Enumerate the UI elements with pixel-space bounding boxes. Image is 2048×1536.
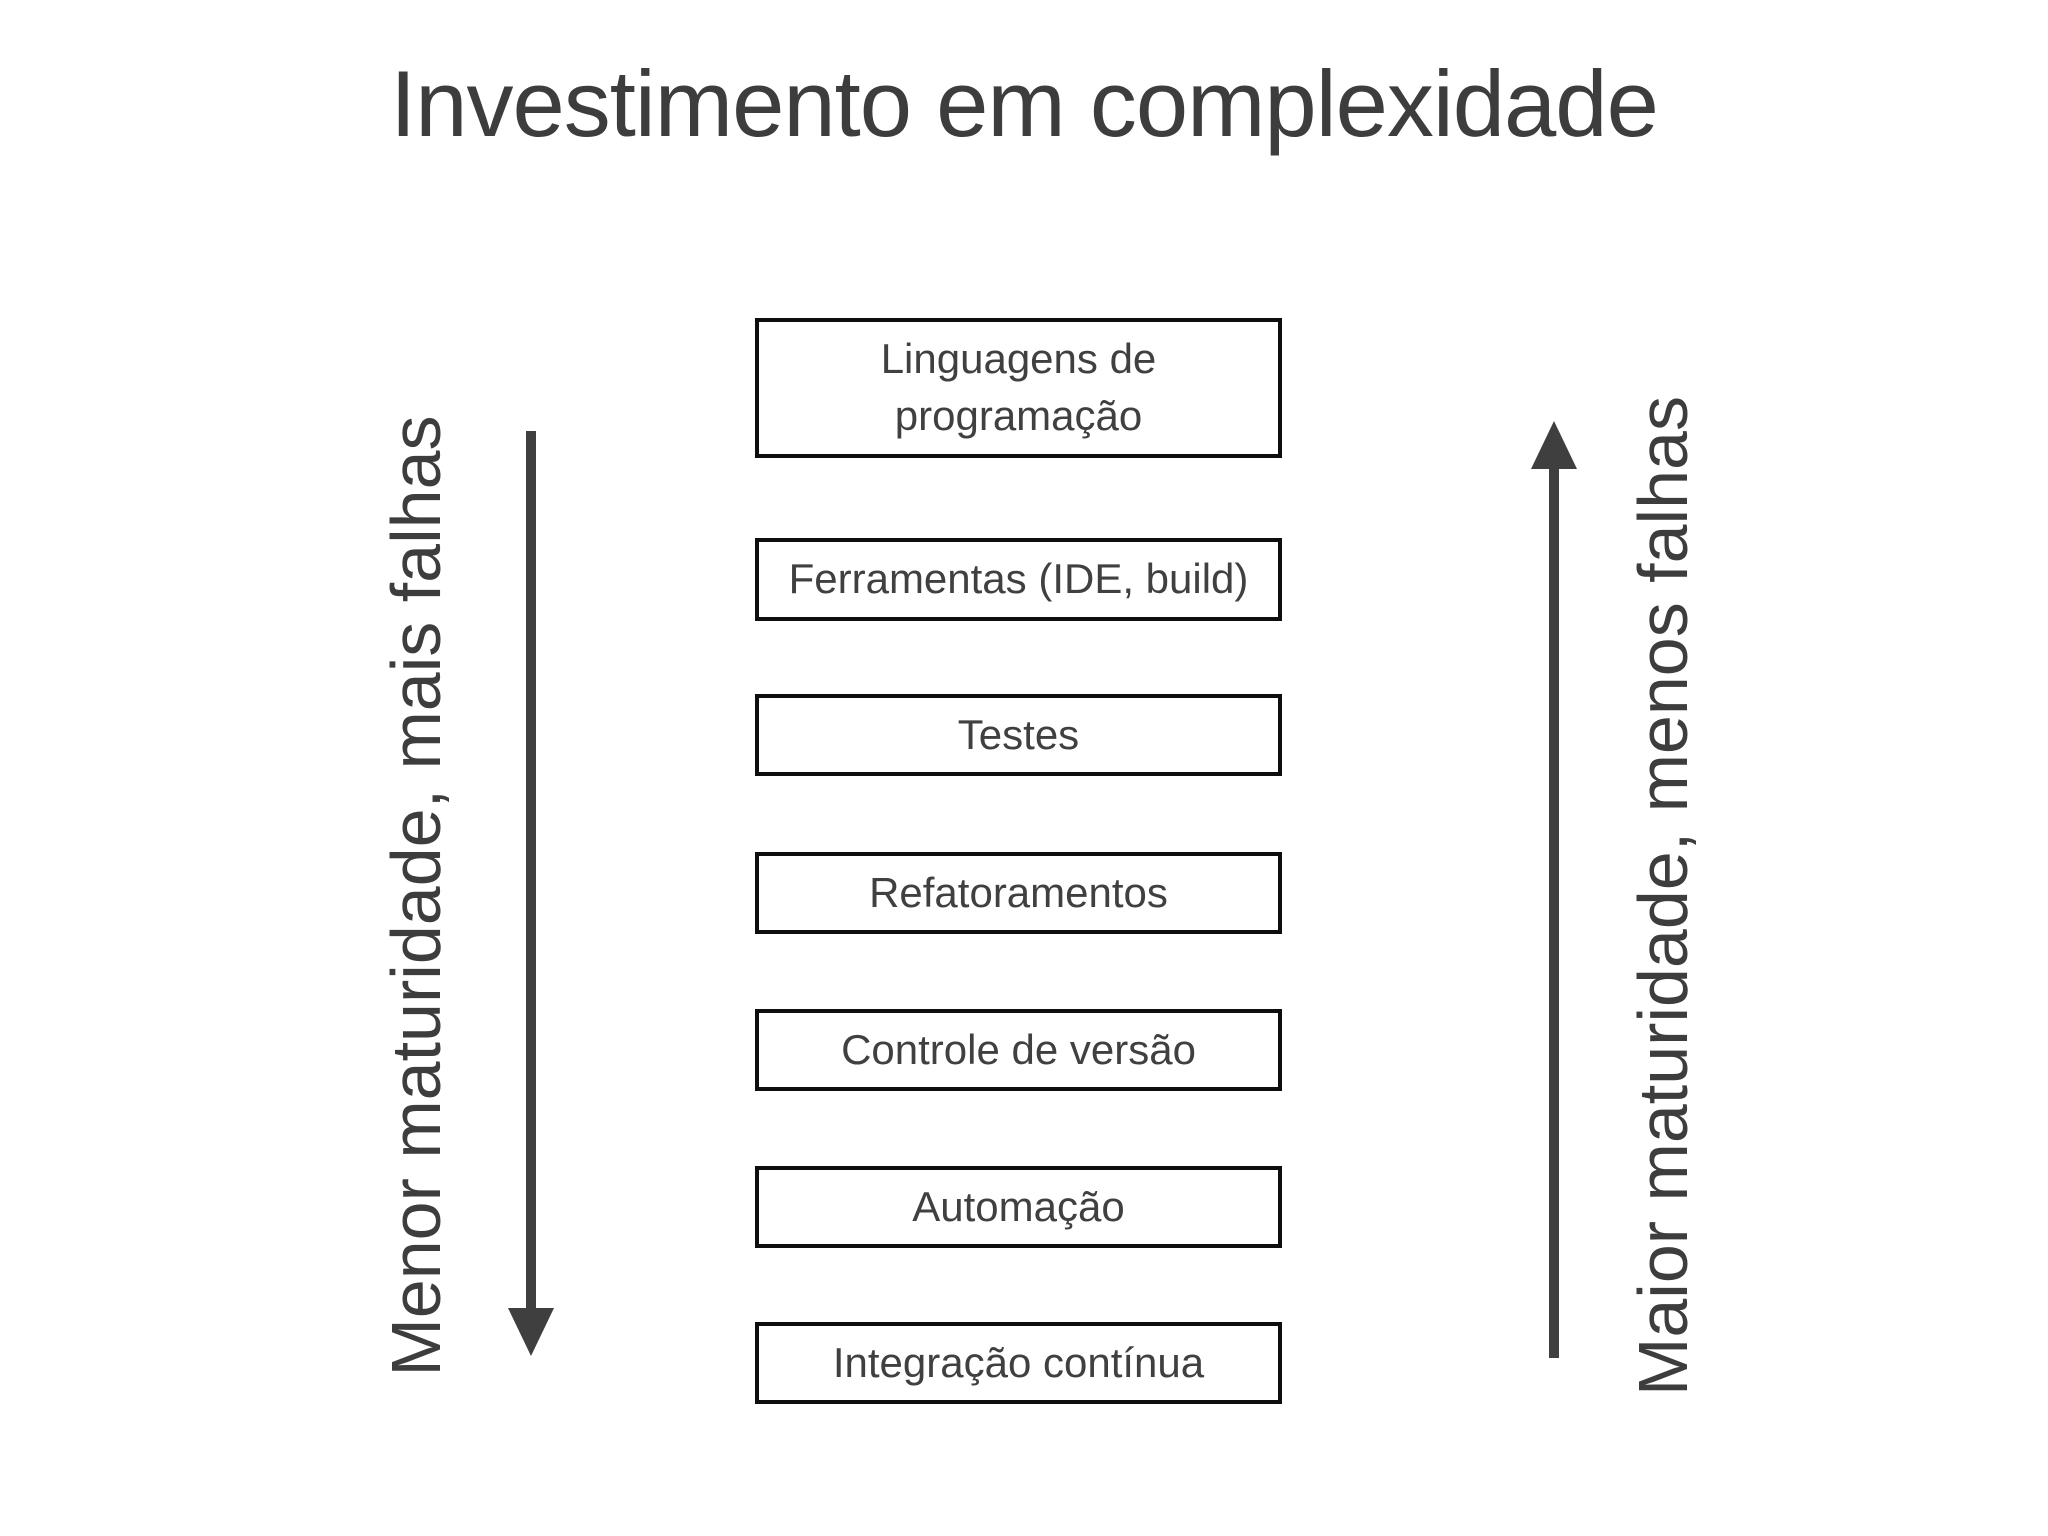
box-label: Ferramentas (IDE, build) — [788, 555, 1249, 603]
box-label: Automação — [912, 1182, 1125, 1230]
box-label: Linguagens de programação — [880, 335, 1157, 439]
box-controle-de-versao: Controle de versão — [755, 1009, 1282, 1091]
box-label: Integração contínua — [832, 1338, 1205, 1386]
box-testes: Testes — [755, 694, 1282, 776]
diagram-title: Investimento em complexidade — [390, 51, 1659, 156]
box-label: Testes — [957, 710, 1080, 758]
box-label: Controle de versão — [841, 1025, 1196, 1073]
box-automacao: Automação — [755, 1166, 1282, 1248]
box-integracao-continua: Integração contínua — [755, 1322, 1282, 1404]
box-ferramentas: Ferramentas (IDE, build) — [755, 538, 1282, 621]
down-arrow-icon — [508, 431, 554, 1356]
box-label: Refatoramentos — [869, 868, 1168, 916]
up-arrow-icon — [1531, 421, 1577, 1358]
box-linguagens-de-programacao: Linguagens de programação — [755, 318, 1282, 458]
box-refatoramentos: Refatoramentos — [755, 852, 1282, 934]
